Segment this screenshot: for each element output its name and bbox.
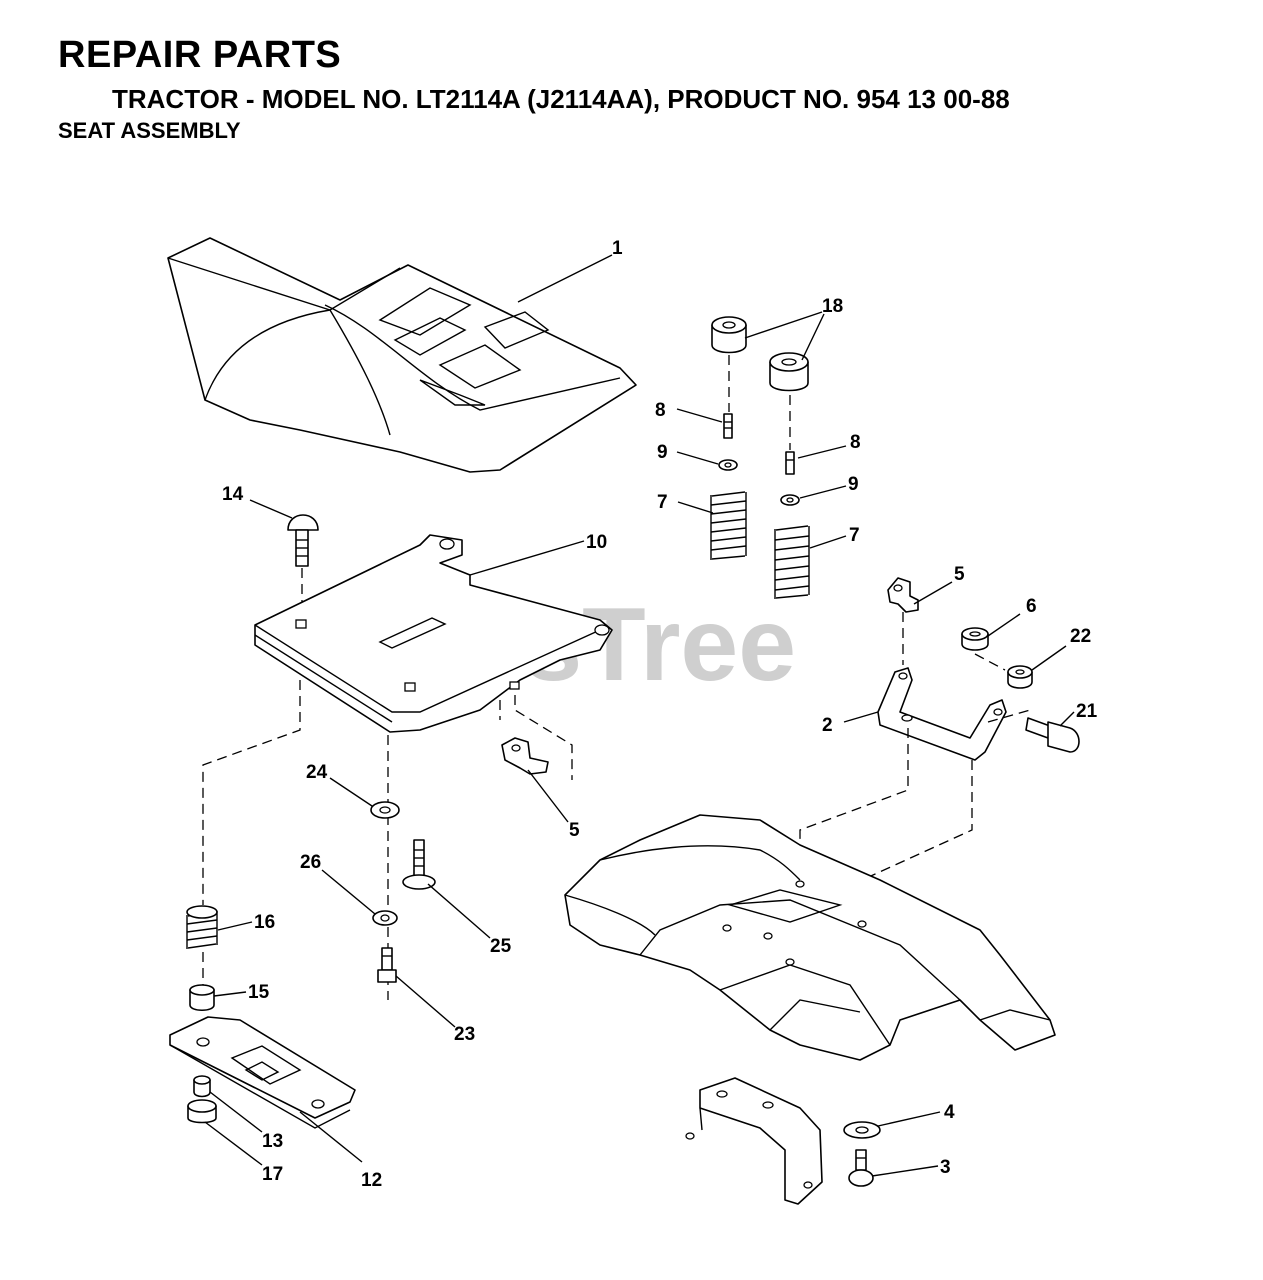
callout-7a: 7 [657, 492, 668, 513]
leader-2 [843, 711, 879, 723]
bolt-part [377, 947, 397, 983]
leader-25 [427, 883, 491, 939]
callout-16: 16 [254, 912, 275, 933]
washer-part [370, 801, 400, 819]
leader-5a [913, 581, 953, 605]
leader-26 [321, 869, 376, 915]
leader-23 [395, 975, 456, 1028]
leader-9a [676, 451, 719, 465]
model-subtitle: TRACTOR - MODEL NO. LT2114A (J2114AA), P… [112, 84, 1010, 114]
leader-18b [801, 313, 825, 361]
callout-15: 15 [248, 982, 270, 1003]
callout-7b: 7 [849, 525, 860, 546]
assembly-line [202, 680, 301, 905]
leader-7a [677, 501, 714, 514]
callout-8a: 8 [655, 400, 666, 421]
callout-2: 2 [822, 715, 833, 736]
spring-part [186, 905, 218, 949]
seat-part [167, 237, 637, 473]
seat-pan-part [254, 534, 613, 733]
leader-21 [1059, 711, 1075, 727]
leader-3 [871, 1165, 939, 1177]
washer-part [718, 459, 800, 506]
callout-12: 12 [361, 1170, 382, 1191]
callout-18: 18 [822, 296, 843, 317]
latch-part [501, 737, 549, 775]
callout-8b: 8 [850, 432, 861, 453]
bolt-part [723, 413, 795, 475]
nut-part [187, 1075, 217, 1124]
assembly-line [987, 709, 1031, 723]
callout-9a: 9 [657, 442, 668, 463]
screw-part [848, 1149, 874, 1187]
shoulder-bolt-part [1025, 717, 1080, 753]
callout-14: 14 [222, 484, 244, 505]
leader-15 [213, 991, 247, 997]
page-title: REPAIR PARTS [58, 34, 342, 76]
callout-17: 17 [262, 1164, 283, 1185]
leader-24 [329, 777, 373, 807]
leader-9b [799, 485, 847, 499]
slide-plate-part [169, 1016, 356, 1129]
callout-1: 1 [612, 238, 623, 259]
leader-1 [517, 254, 613, 303]
callout-26: 26 [300, 852, 321, 873]
leader-12 [299, 1111, 363, 1163]
callout-6: 6 [1026, 596, 1037, 617]
callout-4: 4 [944, 1102, 955, 1123]
assembly-line [974, 653, 1006, 671]
callout-13: 13 [262, 1131, 283, 1152]
leader-4 [877, 1111, 941, 1127]
leader-17 [204, 1121, 263, 1166]
screw-part [402, 839, 436, 890]
mount-bracket-part [685, 1077, 823, 1205]
leader-14 [249, 499, 293, 519]
nut-part [961, 627, 989, 651]
spring-part [710, 491, 810, 599]
spacer-part [1007, 665, 1033, 689]
leader-8b [797, 445, 847, 459]
callout-10: 10 [586, 532, 607, 553]
bumper-part [711, 316, 809, 392]
callout-22: 22 [1070, 626, 1091, 647]
leader-6 [987, 613, 1021, 637]
assembly-line [514, 695, 573, 780]
leader-5b [527, 769, 569, 823]
leader-22 [1031, 645, 1067, 671]
callout-3: 3 [940, 1157, 951, 1178]
callout-23: 23 [454, 1024, 475, 1045]
callout-21: 21 [1076, 701, 1098, 722]
callout-5a: 5 [954, 564, 965, 585]
carriage-bolt-part [287, 514, 319, 567]
callout-9b: 9 [848, 474, 859, 495]
washer-part [843, 1121, 881, 1139]
leader-7b [809, 535, 847, 549]
bracket-part [877, 667, 1007, 761]
section-title: SEAT ASSEMBLY [58, 118, 241, 143]
leader-18a [744, 311, 823, 339]
bushing-part [189, 984, 215, 1012]
callout-25: 25 [490, 936, 512, 957]
washer-part [372, 910, 398, 926]
assembly-line [799, 728, 909, 880]
latch-part [887, 577, 919, 613]
callout-5b: 5 [569, 820, 580, 841]
leader-10 [469, 540, 585, 576]
leader-8a [676, 408, 723, 423]
leader-16 [217, 921, 253, 931]
leader-13 [209, 1091, 263, 1133]
callout-24: 24 [306, 762, 328, 783]
tractor-frame-part [564, 814, 1056, 1061]
